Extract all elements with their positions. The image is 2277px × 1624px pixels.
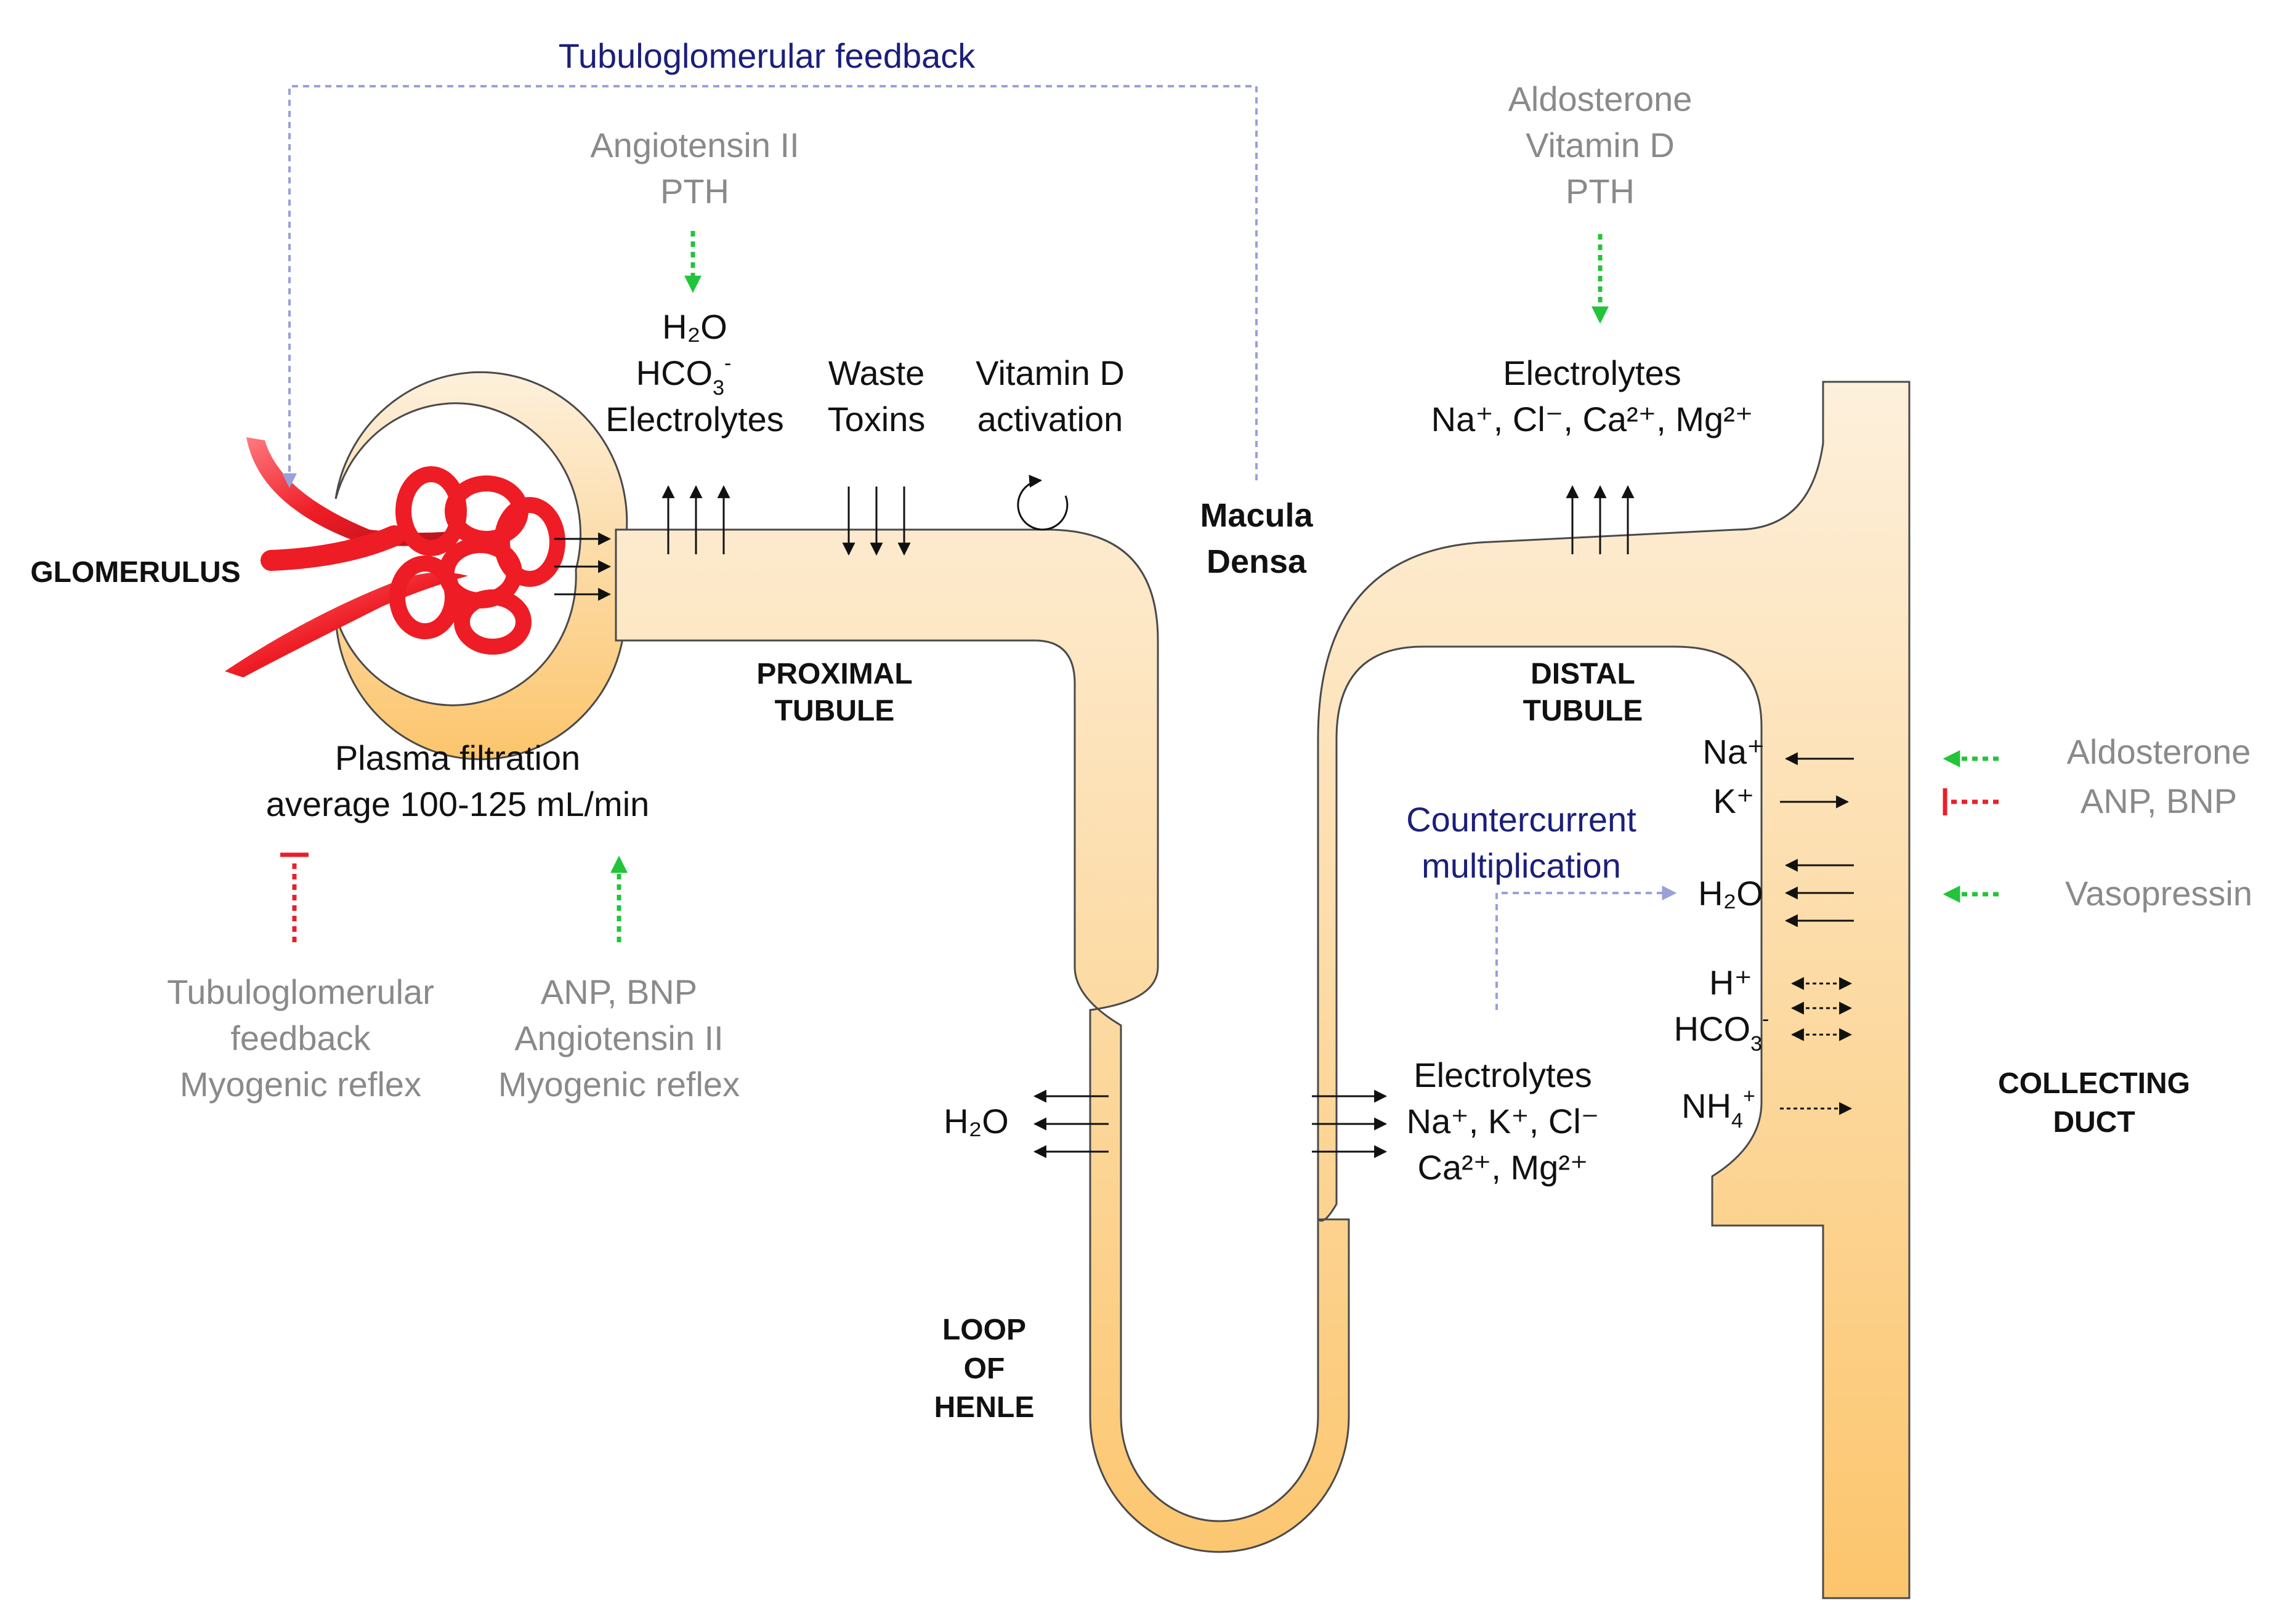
- cd-regulator: Aldosterone: [2067, 732, 2251, 771]
- gfr-inhibitor: feedback: [230, 1019, 371, 1057]
- countercurrent-label: multiplication: [1422, 846, 1621, 885]
- vitd-label: activation: [977, 400, 1123, 438]
- cd-sodium: Na⁺: [1702, 732, 1765, 771]
- capillary-loop: [454, 589, 532, 655]
- transport-arrows: [554, 474, 1854, 1158]
- loop-of-henle-label: HENLE: [934, 1391, 1035, 1424]
- distal-regulator: Aldosterone: [1508, 79, 1693, 118]
- glomerulus-vessels: [225, 437, 565, 677]
- loop-electrolytes: Electrolytes: [1414, 1056, 1591, 1094]
- cd-ammonium: NH4+: [1681, 1085, 1755, 1133]
- loop-ion-list: Na⁺, K⁺, Cl⁻: [1407, 1102, 1600, 1141]
- prox-waste: Waste: [828, 353, 925, 392]
- loop-water: H₂O: [944, 1102, 1009, 1141]
- distal-electrolytes: Electrolytes: [1503, 353, 1681, 392]
- vitd-label: Vitamin D: [976, 353, 1125, 392]
- glomerular-capillary-tuft: [261, 525, 405, 571]
- tgf-feedback-line: [282, 85, 1258, 488]
- gfr-inhibitor: Myogenic reflex: [180, 1065, 421, 1104]
- prox-toxins: Toxins: [828, 400, 926, 438]
- gfr-inhibitor: Tubuloglomerular: [167, 972, 434, 1011]
- distal-ion-list: Na⁺, Cl⁻, Ca²⁺, Mg²⁺: [1431, 400, 1753, 438]
- loop-of-henle-label: OF: [964, 1352, 1005, 1385]
- countercurrent-label: Countercurrent: [1406, 800, 1636, 839]
- loop-of-henle-label: LOOP: [942, 1314, 1026, 1346]
- collecting-duct-label: COLLECTING: [1998, 1067, 2190, 1100]
- cd-regulator: ANP, BNP: [2081, 782, 2237, 820]
- filtration-text: average 100-125 mL/min: [266, 785, 650, 823]
- capillary-loop: [389, 555, 461, 639]
- gfr-stimulator: ANP, BNP: [541, 972, 697, 1011]
- prox-electrolytes: Electrolytes: [605, 400, 783, 438]
- countercurrent-line: [1495, 886, 1677, 1010]
- cd-hydrogen: H⁺: [1709, 963, 1752, 1002]
- gfr-stimulator: Myogenic reflex: [498, 1065, 740, 1104]
- proximal-tubule-label: PROXIMAL: [756, 658, 912, 690]
- nephron-tubule: [334, 371, 1911, 1599]
- cd-water: H₂O: [1698, 874, 1763, 913]
- prox-regulator: PTH: [660, 172, 729, 211]
- regulator-arrows: [280, 231, 1999, 942]
- proximal-tubule-label: TUBULE: [775, 695, 895, 727]
- distal-regulator: Vitamin D: [1526, 126, 1675, 164]
- glomerulus-label: GLOMERULUS: [30, 556, 240, 589]
- tgf-title: Tubuloglomerular feedback: [559, 36, 976, 75]
- collecting-duct-label: DUCT: [2053, 1106, 2135, 1139]
- efferent-arteriole: [225, 572, 468, 677]
- gfr-stimulator: Angiotensin II: [514, 1019, 723, 1057]
- cd-bicarbonate: HCO3-: [1674, 1008, 1769, 1056]
- cd-potassium: K⁺: [1713, 782, 1755, 820]
- distal-tubule-label: DISTAL: [1531, 658, 1635, 690]
- cd-exchange-arrows: [1780, 977, 1853, 1115]
- filtration-text: Plasma filtration: [335, 738, 580, 777]
- macula-densa-label: Densa: [1207, 543, 1307, 580]
- macula-densa-label: Macula: [1200, 497, 1313, 534]
- prox-water: H₂O: [662, 307, 727, 346]
- proximal-tubule-and-loop: [615, 381, 1911, 1599]
- cd-regulator: Vasopressin: [2065, 874, 2252, 913]
- prox-bicarbonate: HCO3-: [636, 352, 732, 400]
- loop-ion-list: Ca²⁺, Mg²⁺: [1418, 1148, 1588, 1187]
- vitd-activation-icon: [1017, 474, 1069, 531]
- distal-tubule-label: TUBULE: [1523, 695, 1643, 727]
- prox-regulator: Angiotensin II: [590, 126, 799, 164]
- capillary-loop: [494, 497, 565, 587]
- bowmans-capsule: [334, 371, 628, 761]
- distal-regulator: PTH: [1566, 172, 1635, 211]
